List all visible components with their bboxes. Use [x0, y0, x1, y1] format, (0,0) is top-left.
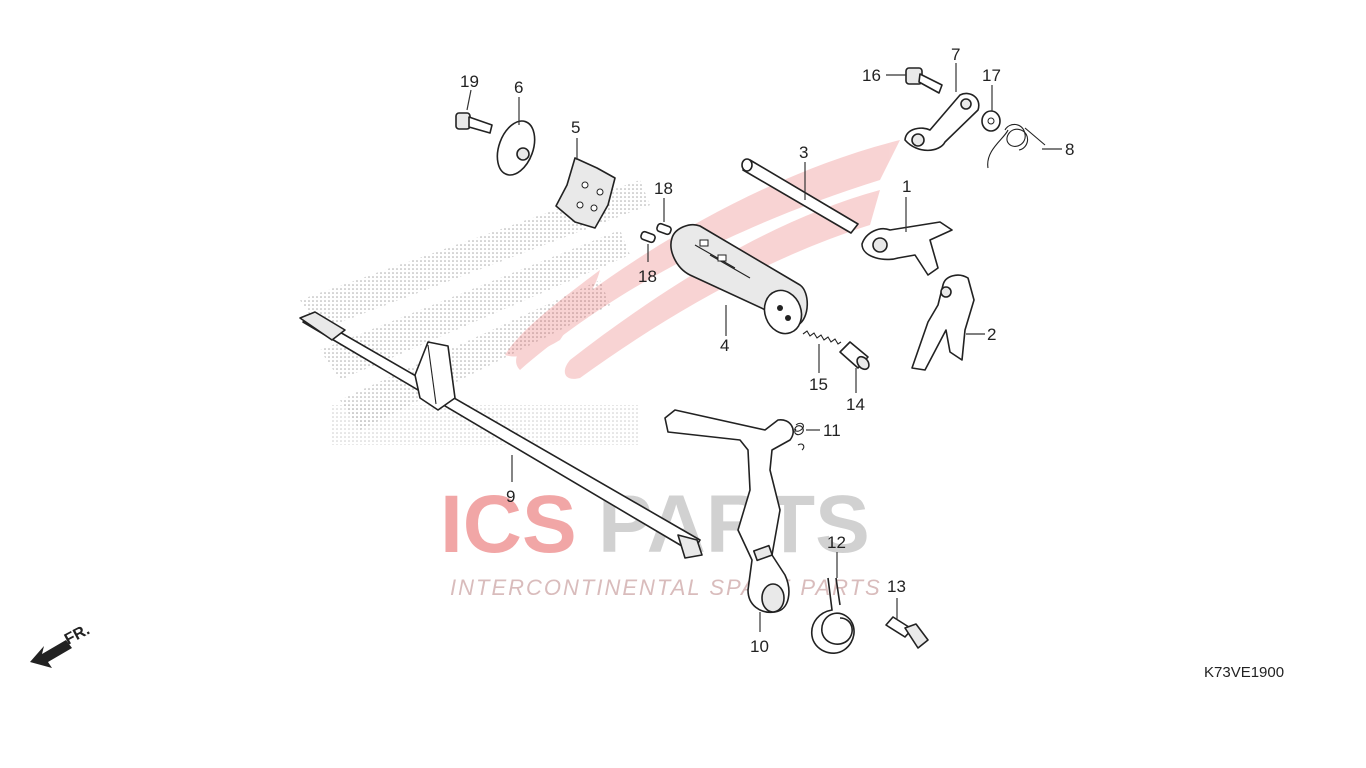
callout-10: 10: [750, 637, 769, 656]
callout-18a: 18: [654, 179, 673, 198]
brand-right-text: PARTS: [598, 479, 870, 570]
part-11-clip[interactable]: [794, 422, 805, 451]
callout-11: 11: [823, 421, 841, 440]
part-10-gearshift-arm[interactable]: [664, 409, 794, 614]
part-4-shift-drum[interactable]: [670, 223, 809, 339]
callout-15: 15: [809, 375, 828, 394]
callout-14: 14: [846, 395, 865, 414]
callout-4: 4: [720, 336, 729, 355]
part-9-gearshift-spindle[interactable]: [299, 311, 703, 559]
part-14-collar[interactable]: [839, 341, 871, 372]
callout-3: 3: [799, 143, 808, 162]
part-15-spring[interactable]: [802, 330, 842, 345]
callout-2: 2: [987, 325, 996, 344]
front-arrow-icon: [30, 640, 72, 668]
callout-17: 17: [982, 66, 1001, 85]
part-18-pins[interactable]: [640, 222, 672, 244]
part-5-star-plate[interactable]: [555, 157, 616, 229]
part-17-washer[interactable]: [981, 110, 1001, 132]
callout-5: 5: [571, 118, 580, 137]
diagram-code: K73VE1900: [1204, 664, 1284, 681]
brand-left-text: ICS: [440, 479, 577, 570]
callout-1: 1: [902, 177, 911, 196]
callout-16: 16: [862, 66, 881, 85]
callout-18b: 18: [638, 267, 657, 286]
callout-13: 13: [887, 577, 906, 596]
leader-lines: [466, 63, 1062, 632]
part-1-shift-fork[interactable]: [861, 221, 953, 276]
part-12-return-spring[interactable]: [810, 577, 855, 654]
part-7-stopper-arm[interactable]: [904, 92, 980, 152]
part-6-plate[interactable]: [490, 116, 541, 180]
callout-labels: 1 2 3 4 5 6 7 8 9 10 11 12 13 14 15 16 1…: [460, 45, 1074, 656]
callout-6: 6: [514, 78, 523, 97]
part-13-pin-bolt[interactable]: [885, 616, 929, 649]
callout-9: 9: [506, 487, 515, 506]
brand-watermark: ICS PARTS INTERCONTINENTAL SPARE PARTS: [440, 479, 882, 600]
callout-8: 8: [1065, 140, 1074, 159]
brand-tagline-text: INTERCONTINENTAL SPARE PARTS: [450, 575, 882, 600]
front-direction-arrow: FR.: [30, 621, 93, 668]
part-16-bolt[interactable]: [905, 67, 943, 94]
part-8-spring[interactable]: [987, 123, 1046, 169]
part-19-bolt[interactable]: [455, 112, 493, 134]
part-3-fork-shaft[interactable]: [741, 158, 859, 234]
callout-12: 12: [827, 533, 846, 552]
callout-19: 19: [460, 72, 479, 91]
callout-7: 7: [951, 45, 960, 64]
part-2-shift-fork[interactable]: [911, 274, 975, 371]
